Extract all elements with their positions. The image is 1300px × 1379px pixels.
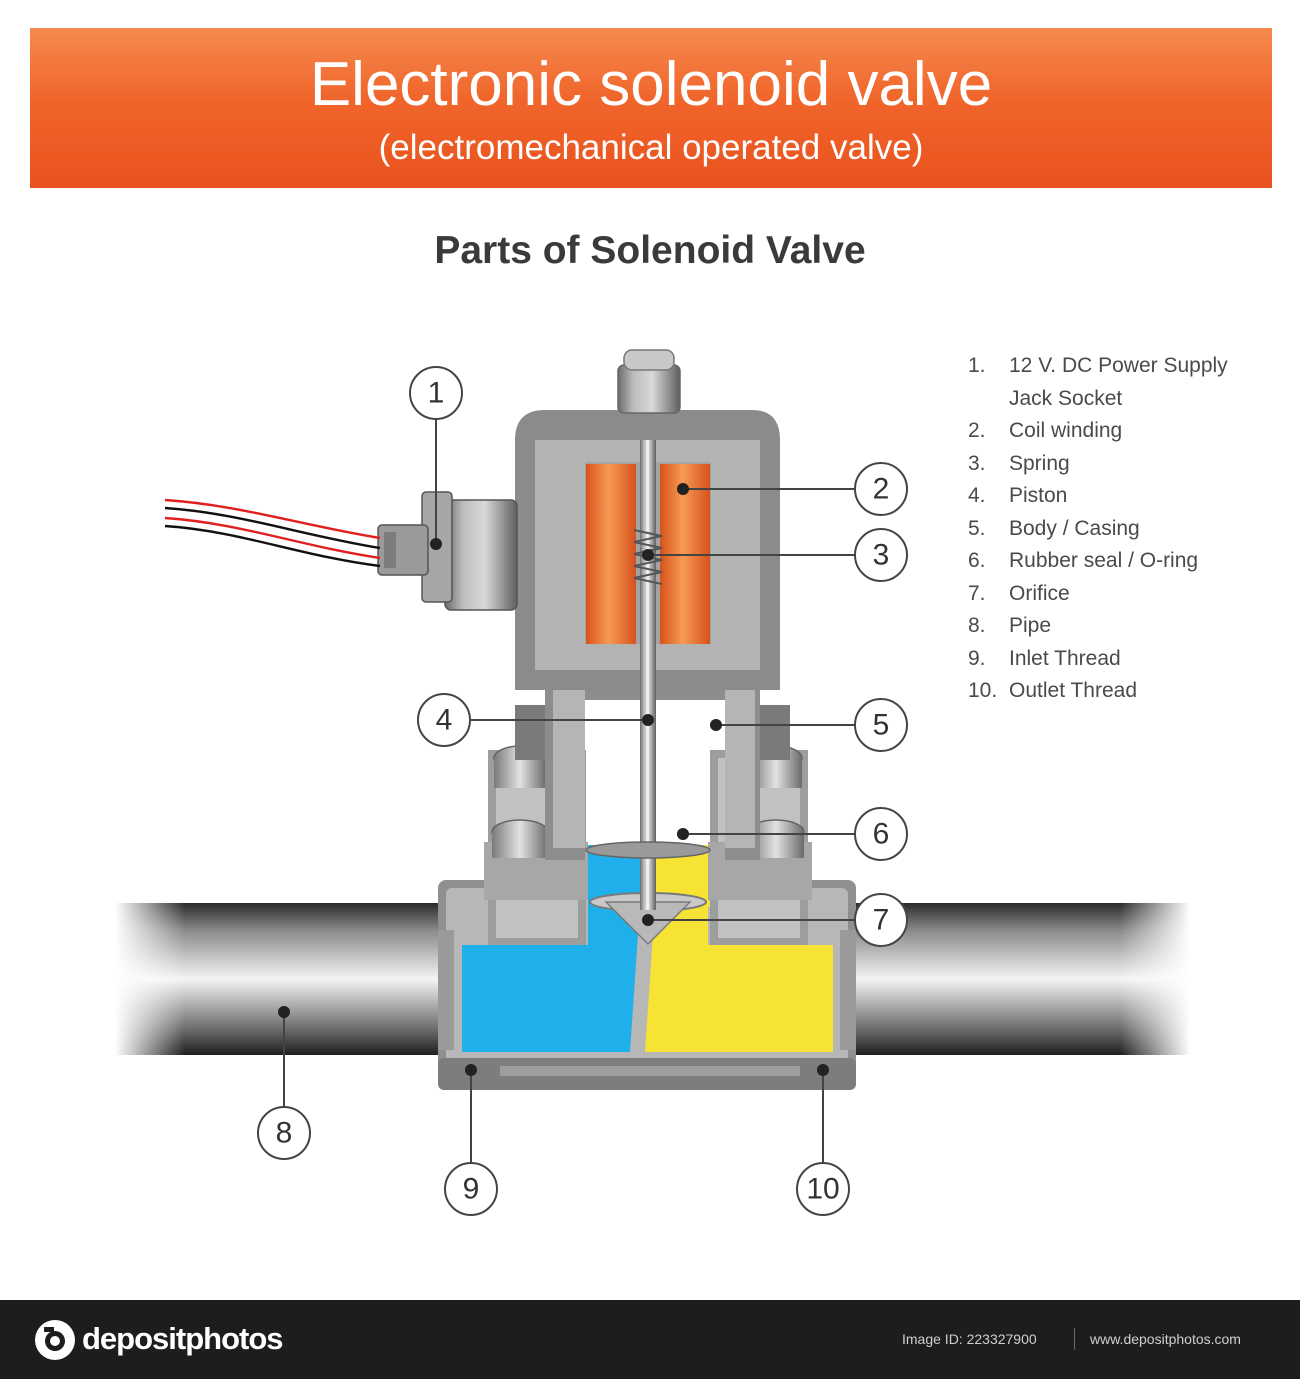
legend-item-label: Orifice <box>1009 581 1070 605</box>
legend-item-label: Spring <box>1009 451 1070 475</box>
legend-item-label: Rubber seal / O-ring <box>1009 549 1199 572</box>
legend-item-number: 2. <box>968 419 986 442</box>
legend-item: 8. Pipe <box>968 610 1288 643</box>
callout-8-label: 8 <box>276 1117 293 1150</box>
title-banner: Electronic solenoid valve (electromechan… <box>30 28 1272 188</box>
legend-item-number: 9. <box>968 646 986 670</box>
legend-item-label: Inlet Thread <box>1009 646 1121 670</box>
legend-item-label: Piston <box>1009 484 1068 507</box>
legend-item-number: 8. <box>968 614 986 637</box>
callout-5: 5 <box>854 698 908 752</box>
legend-item: 4. Piston <box>968 480 1288 513</box>
legend-item: 5. Body / Casing <box>968 513 1288 546</box>
legend-item-number: 4. <box>968 484 986 507</box>
banner-title: Electronic solenoid valve <box>309 50 993 119</box>
callout-9-label: 9 <box>463 1173 480 1206</box>
callout-4-label: 4 <box>436 704 453 737</box>
callout-2-label: 2 <box>873 473 890 506</box>
legend-item-label: Coil winding <box>1009 419 1123 442</box>
banner-subtitle: (electromechanical operated valve) <box>378 128 924 167</box>
legend-item: 10. Outlet Thread <box>968 675 1288 708</box>
legend-item: 6. Rubber seal / O-ring <box>968 545 1288 578</box>
callout-9: 9 <box>444 1162 498 1216</box>
footer-bar: depositphotos Image ID: 223327900 www.de… <box>0 1300 1300 1379</box>
rubber-seal <box>585 841 711 859</box>
callout-2: 2 <box>854 462 908 516</box>
legend-item-label: Pipe <box>1009 614 1052 637</box>
callout-6-label: 6 <box>873 818 890 851</box>
callout-1: 1 <box>409 366 463 420</box>
outlet-fluid <box>645 905 833 1052</box>
diagram-title: Parts of Solenoid Valve <box>434 229 866 272</box>
legend-item-number: 6. <box>968 549 986 572</box>
legend-item: 3. Spring <box>968 448 1288 481</box>
power-wires <box>164 498 381 568</box>
legend-item-number: 3. <box>968 451 986 475</box>
legend-item: 9. Inlet Thread <box>968 643 1288 676</box>
callout-10: 10 <box>796 1162 850 1216</box>
legend-item-label: 12 V. DC Power Supply <box>1009 354 1228 377</box>
jack-socket <box>377 491 518 611</box>
footer-image-id: Image ID: 223327900 <box>902 1331 1037 1347</box>
legend-item-number: 7. <box>968 581 986 605</box>
legend-item-number: 1. <box>968 354 986 377</box>
body-casing <box>515 680 790 860</box>
legend-item: 1. 12 V. DC Power Supply Jack Socket <box>968 350 1288 415</box>
footer-divider <box>1074 1328 1075 1350</box>
leader-dots <box>278 483 829 1076</box>
legend-item: 2. Coil winding <box>968 415 1288 448</box>
footer-brand: depositphotos <box>82 1321 284 1356</box>
callout-6: 6 <box>854 807 908 861</box>
footer-site-link[interactable]: www.depositphotos.com <box>1090 1331 1241 1347</box>
callout-8: 8 <box>257 1106 311 1160</box>
inlet-fluid <box>462 905 640 1052</box>
callout-7: 7 <box>854 893 908 947</box>
callout-7-label: 7 <box>873 904 890 937</box>
legend-item: 7. Orifice <box>968 578 1288 611</box>
legend-item-number: 10. <box>968 679 998 702</box>
callout-1-label: 1 <box>428 377 445 410</box>
piston-rod <box>640 440 656 910</box>
legend-item-label: Outlet Thread <box>1009 679 1138 702</box>
callout-10-label: 10 <box>806 1173 839 1206</box>
legend-item-number: 5. <box>968 516 986 540</box>
legend-item-label: Body / Casing <box>1009 516 1140 540</box>
coil-left <box>586 464 636 644</box>
legend-item-label-line2: Jack Socket <box>1009 386 1123 410</box>
leader-lines <box>283 419 855 1163</box>
top-nut <box>617 349 681 414</box>
callout-5-label: 5 <box>873 709 890 742</box>
parts-legend: 1. 12 V. DC Power Supply Jack Socket 2. … <box>968 350 1288 708</box>
callout-4: 4 <box>417 693 471 747</box>
solenoid-valve-illustration: 1 2 3 4 5 6 7 8 9 10 <box>115 349 1190 1216</box>
camera-logo-icon <box>35 1320 75 1360</box>
callout-3: 3 <box>854 528 908 582</box>
callout-3-label: 3 <box>873 539 890 572</box>
